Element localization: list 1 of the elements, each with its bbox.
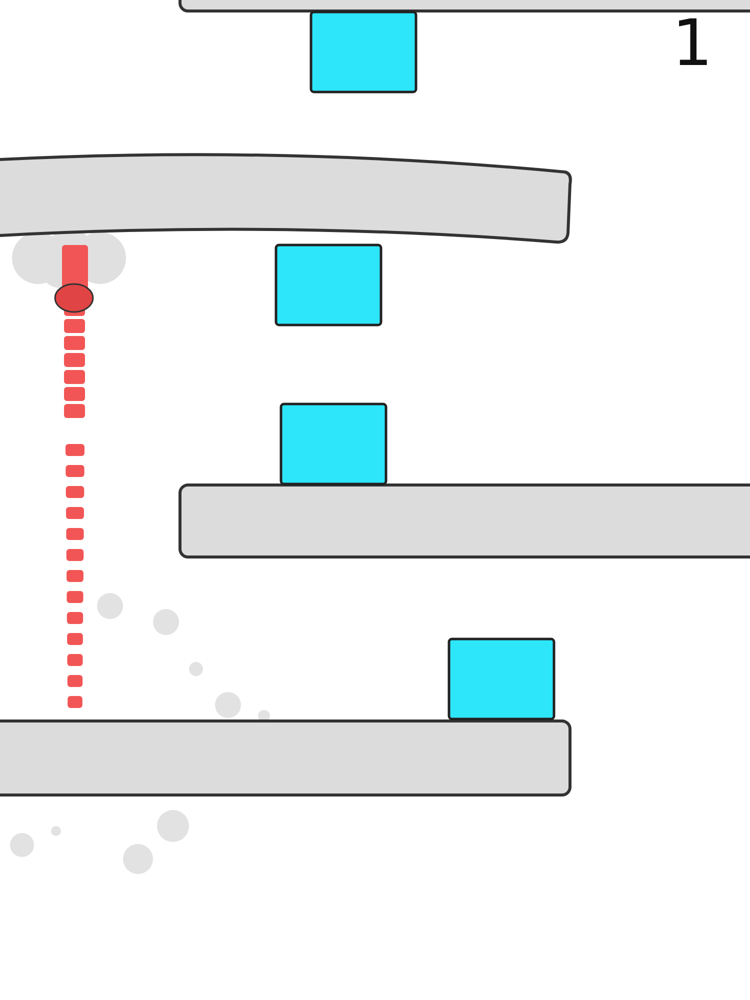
score-counter: 1 <box>672 12 713 76</box>
